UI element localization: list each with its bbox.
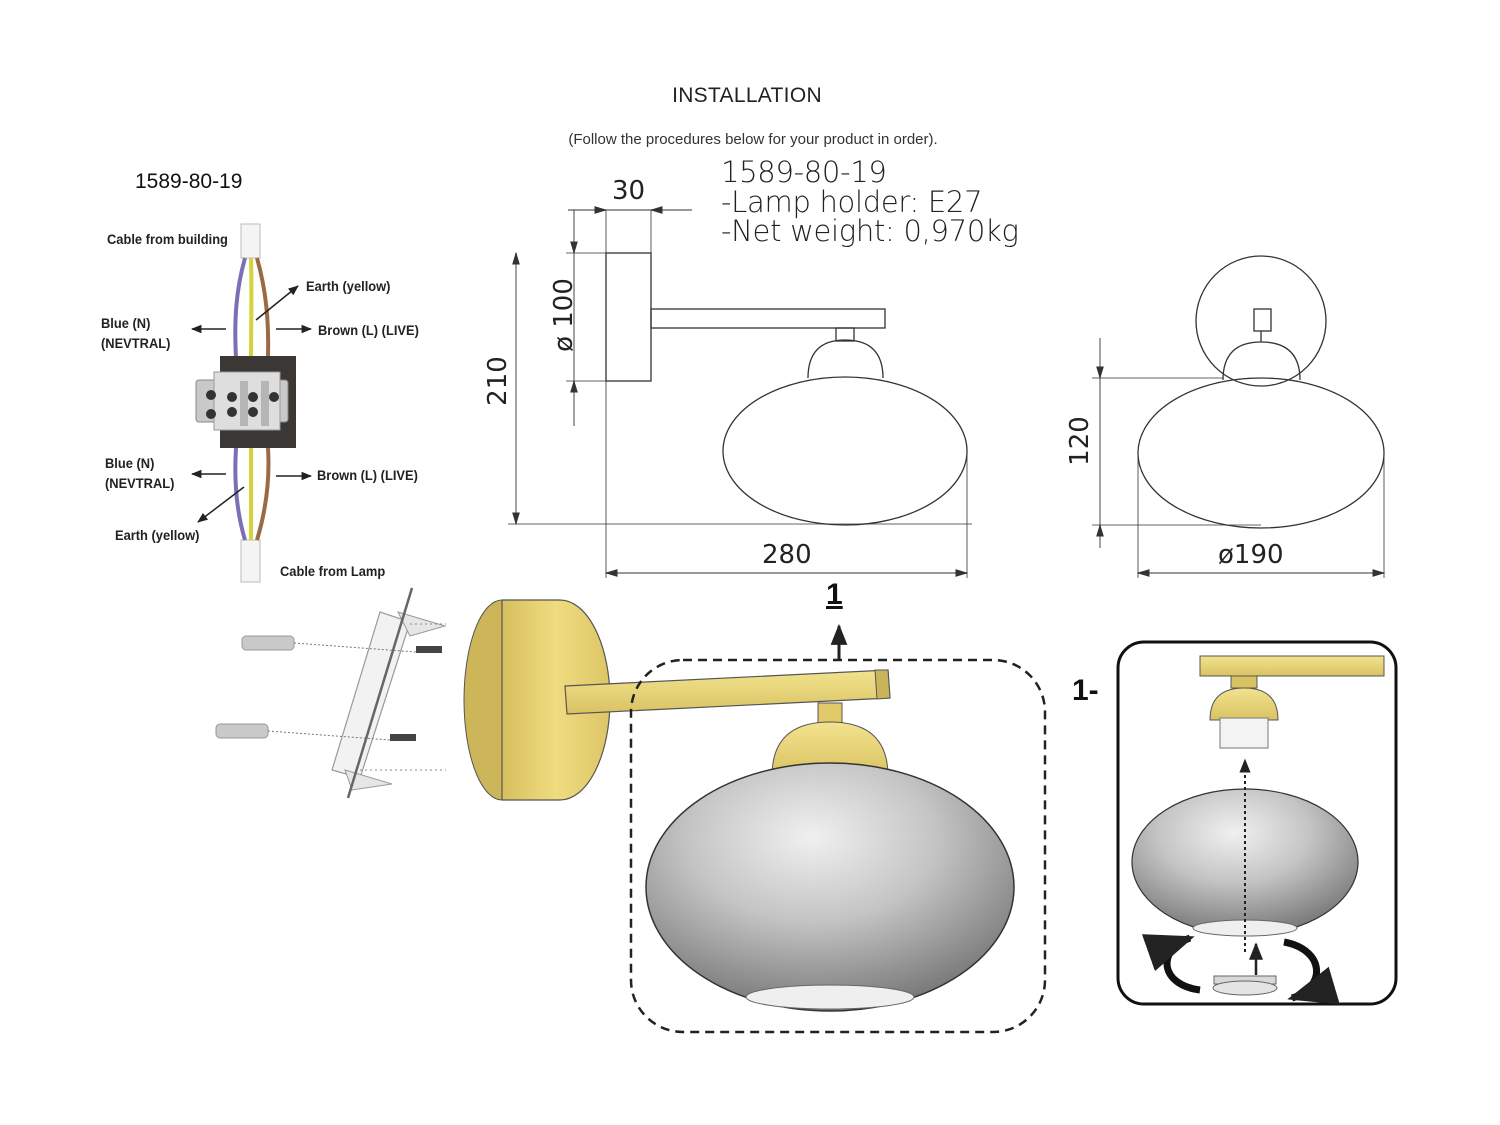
building-cable-sheath [240,223,261,259]
dim-shade-diameter: ø190 [1218,540,1284,570]
bracket-screw-rod [346,587,414,799]
wall-disc-outline [1195,255,1327,387]
label-neutral-top: (NEVTRAL) [101,335,171,351]
front-view-drawing [1092,255,1386,578]
arm-socket-stem [817,702,843,724]
spec-lamp-holder: -Lamp holder: E27 [721,185,983,219]
brown-wire-top [255,257,271,359]
detail-holder-cap [1209,687,1279,721]
dim-plate-diameter: ø 100 [549,278,579,352]
wall-plate-outline [605,252,652,382]
blue-wire-bottom [233,447,247,541]
label-cable-from-building: Cable from building [107,231,228,247]
wall-plug-lower [215,723,269,739]
dim-projection: 280 [762,540,812,570]
dim-shade-height: 120 [1065,416,1095,466]
dim-plate-width: 30 [612,176,646,206]
label-blue-bottom: Blue (N) [105,455,155,471]
label-brown-top: Brown (L) (LIVE) [318,322,419,338]
label-earth-bottom: Earth (yellow) [115,527,200,543]
label-blue-top: Blue (N) [101,315,151,331]
holder-cap-outline [807,339,884,379]
earth-top-arrow [255,285,299,321]
mounting-bracket-assembly [215,587,447,799]
label-earth-top: Earth (yellow) [306,278,391,294]
page-subtitle: (Follow the procedures below for your pr… [568,131,938,148]
earth-bottom-arrow [197,486,245,523]
brown-wire-bottom [255,447,271,541]
wall-plug-upper [241,635,295,651]
terminal-block [195,356,296,448]
side-view-drawing [508,206,972,578]
detail-socket [1219,717,1269,749]
rotate-arrow-right [1283,938,1340,1005]
label-neutral-bottom: (NEVTRAL) [105,475,175,491]
screw-lower [390,734,416,741]
step-1-detail-panel [1116,640,1398,1006]
glass-shade [645,762,1015,1012]
model-number: 1589-80-19 [135,170,243,193]
label-cable-from-lamp: Cable from Lamp [280,563,386,579]
page-title: INSTALLATION [672,84,822,107]
lamp-render [463,599,1047,1034]
detail-frame [1116,640,1398,1006]
shade-outline [722,376,968,526]
spec-model: 1589-80-19 [721,155,887,189]
front-shade-outline [1137,377,1385,529]
holder-cap [771,721,889,777]
step-1-label: 1 [826,578,843,611]
front-holder-outline [1222,341,1301,381]
dim-total-height: 210 [483,356,513,406]
label-brown-bottom: Brown (L) (LIVE) [317,467,418,483]
screw-upper [416,646,442,653]
rotate-arrow-left [1141,934,1201,994]
wiring-diagram [190,223,313,583]
lamp-cable-sheath [240,539,261,583]
detail-arm [1199,655,1385,677]
step-1-detail-label: 1- [1072,674,1099,707]
spec-net-weight: -Net weight: 0,970kg [721,214,1019,248]
arm-outline [650,308,886,329]
blue-wire-top [233,257,247,359]
